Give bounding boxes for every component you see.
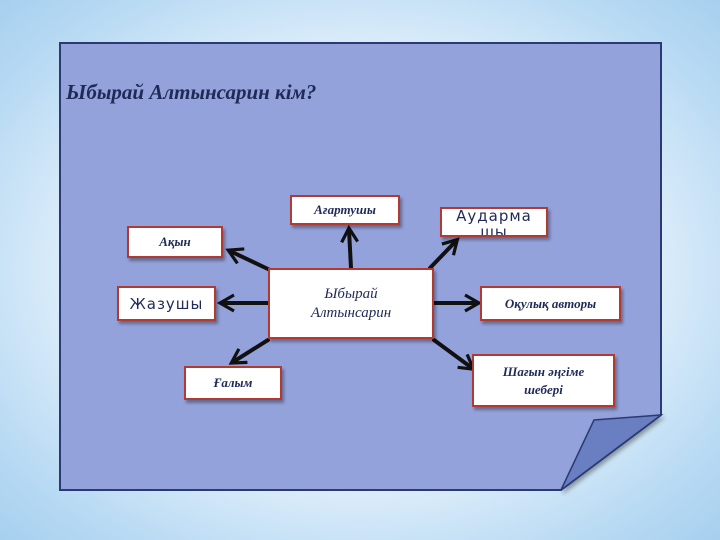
node-okulyk: Оқулық авторы: [480, 286, 621, 321]
node-zhazushy-label: Жазушы: [129, 294, 204, 313]
center-node-label: Ыбырай Алтынсарин: [310, 285, 392, 321]
folded-corner: [560, 414, 664, 491]
center-node: Ыбырай Алтынсарин: [268, 268, 434, 339]
node-okulyk-label: Оқулық авторы: [504, 295, 597, 311]
node-akyn-label: Ақын: [159, 234, 191, 249]
node-akyn: Ақын: [127, 226, 223, 258]
node-galym: Ғалым: [184, 366, 282, 400]
node-audarmashy-label: Аударма шы: [456, 207, 532, 237]
paper-panel: [59, 42, 662, 491]
arrow-audarmashy: [428, 237, 460, 270]
connector-arrows: [216, 224, 483, 372]
node-agartushy: Ағартушы: [290, 195, 400, 225]
node-zhazushy: Жазушы: [117, 286, 216, 321]
arrow-galym: [228, 338, 270, 365]
node-audarmashy: Аударма шы: [440, 207, 548, 237]
node-shagyn-label: Шағын әңгіме шебері: [502, 363, 585, 397]
node-agartushy-label: Ағартушы: [314, 202, 376, 217]
arrow-agartushy: [340, 224, 359, 270]
arrow-shagyn: [432, 338, 477, 372]
node-galym-label: Ғалым: [213, 375, 253, 390]
slide-title: Ыбырай Алтынсарин кім?: [66, 80, 317, 104]
node-shagyn: Шағын әңгіме шебері: [472, 354, 615, 407]
arrow-akyn: [225, 247, 272, 272]
